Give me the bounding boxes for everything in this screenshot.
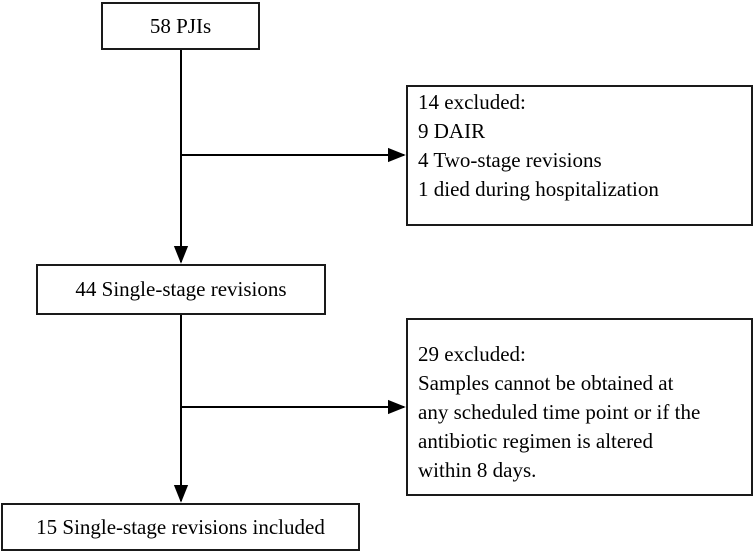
exclusion-2-text: within 8 days. [418,458,537,482]
exclusion-2-text: antibiotic regimen is altered [418,429,653,453]
exclusion-box-2: 29 excluded: Samples cannot be obtained … [406,318,753,496]
exclusion-1-item: 4 Two-stage revisions [418,148,602,172]
exclusion-2-text: any scheduled time point or if the [418,400,701,424]
single-stage-revisions-box: 44 Single-stage revisions [36,264,326,315]
exclusion-2-heading: 29 excluded: [418,342,526,366]
exclusion-1-item: 9 DAIR [418,119,486,143]
exclusion-1-item: 1 died during hospitalization [418,177,659,201]
single-stage-revisions-label: 44 Single-stage revisions [75,277,287,301]
exclusion-1-heading: 14 excluded: [418,90,526,114]
exclusion-box-1: 14 excluded: 9 DAIR 4 Two-stage revision… [406,85,753,226]
included-revisions-box: 15 Single-stage revisions included [1,503,360,551]
exclusion-2-text: Samples cannot be obtained at [418,371,674,395]
total-pjis-label: 58 PJIs [149,13,212,38]
included-revisions-label: 15 Single-stage revisions included [36,514,325,539]
total-pjis-box: 58 PJIs [101,2,260,50]
